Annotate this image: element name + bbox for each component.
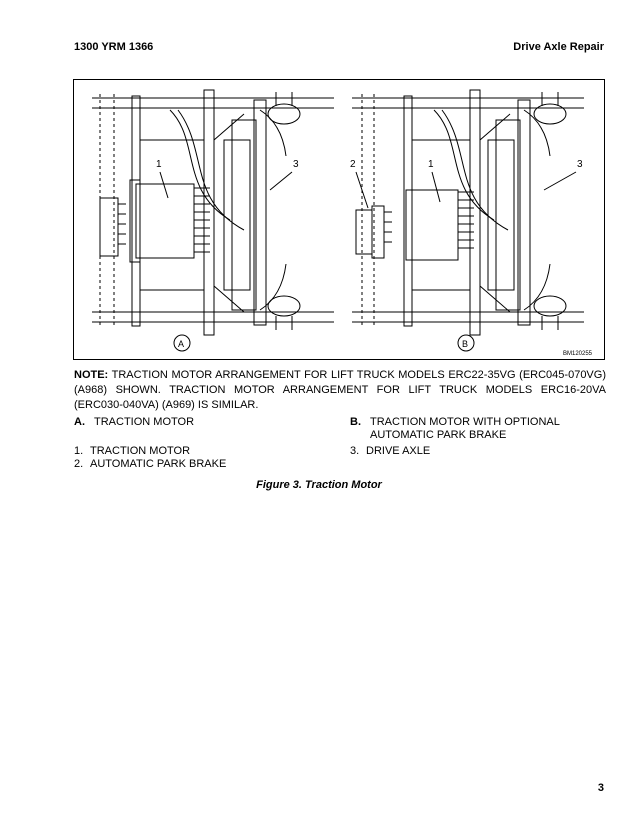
note-text: TRACTION MOTOR ARRANGEMENT FOR LIFT TRUC… (74, 369, 606, 411)
note-label: NOTE: (74, 369, 109, 381)
legend-item-3: 3. DRIVE AXLE (350, 445, 430, 458)
callout-b-2: 2 (350, 159, 356, 170)
legend-a-tag: A. (74, 416, 85, 428)
legend-item-3-num: 3. (350, 445, 360, 457)
legend-a: A. TRACTION MOTOR (74, 416, 194, 429)
callout-a-1: 1 (156, 159, 162, 170)
panel-b-drawing (352, 89, 584, 352)
legend-item-1-num: 1. (74, 445, 84, 457)
legend-b: B. TRACTION MOTOR WITH OPTIONAL AUTOMATIC… (350, 416, 560, 442)
callout-b-3: 3 (577, 159, 583, 170)
legend-item-2-text: AUTOMATIC PARK BRAKE (90, 458, 227, 470)
header-section-title: Drive Axle Repair (513, 41, 604, 53)
panel-b-letter: B (462, 339, 468, 349)
callout-b-1: 1 (428, 159, 434, 170)
note-paragraph: NOTE: TRACTION MOTOR ARRANGEMENT FOR LIF… (74, 368, 606, 413)
legend-item-3-text: DRIVE AXLE (366, 445, 431, 457)
legend-a-text: TRACTION MOTOR (94, 416, 195, 428)
callout-a-3: 3 (293, 159, 299, 170)
legend-b-line2: AUTOMATIC PARK BRAKE (370, 429, 507, 441)
legend-item-2-num: 2. (74, 458, 84, 470)
panel-a-letter: A (178, 339, 184, 349)
panel-a-drawing (92, 89, 334, 352)
drawing-id: BM120255 (563, 351, 593, 357)
page-number: 3 (597, 782, 604, 794)
figure-caption: Figure 3. Traction Motor (256, 479, 382, 491)
legend-b-tag: B. (350, 416, 361, 428)
legend-item-1-text: TRACTION MOTOR (90, 445, 191, 457)
traction-motor-drawing: 1 3 A (92, 89, 593, 357)
figure-frame: 1 3 A (73, 79, 605, 360)
legend-b-line1: TRACTION MOTOR WITH OPTIONAL (370, 416, 560, 428)
legend-item-2: 2. AUTOMATIC PARK BRAKE (74, 458, 226, 471)
legend-item-1: 1. TRACTION MOTOR (74, 445, 190, 458)
header-document-id: 1300 YRM 1366 (74, 41, 154, 53)
